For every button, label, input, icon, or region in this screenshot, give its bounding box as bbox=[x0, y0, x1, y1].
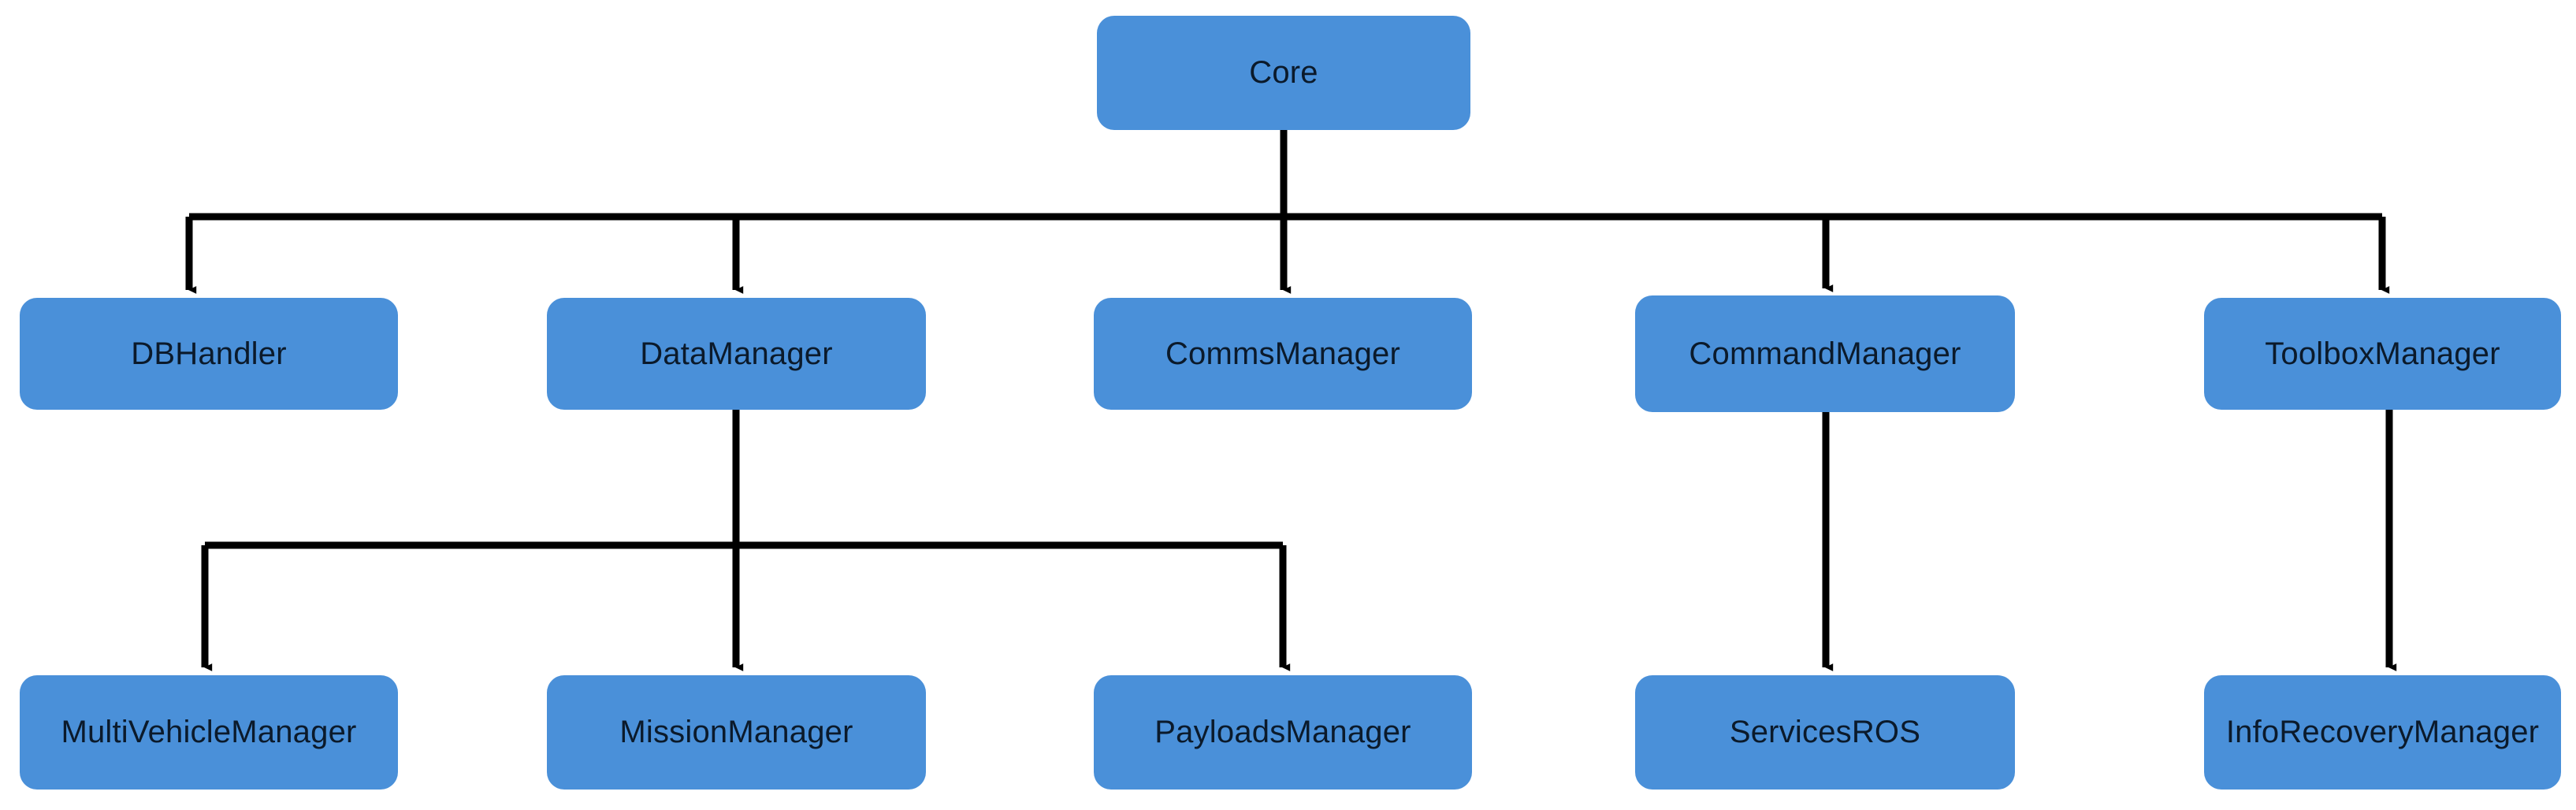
node-label-multivehiclemanager: MultiVehicleManager bbox=[61, 715, 357, 750]
node-servicesros[interactable]: ServicesROS bbox=[1635, 675, 2015, 790]
node-label-inforecoverymanager: InfoRecoveryManager bbox=[2225, 715, 2540, 750]
node-commandmanager[interactable]: CommandManager bbox=[1635, 295, 2015, 412]
node-label-payloadsmanager: PayloadsManager bbox=[1154, 715, 1411, 750]
node-dbhandler[interactable]: DBHandler bbox=[20, 298, 398, 410]
node-payloadsmanager[interactable]: PayloadsManager bbox=[1094, 675, 1472, 790]
node-label-dbhandler: DBHandler bbox=[131, 336, 287, 371]
node-label-core: Core bbox=[1249, 55, 1318, 91]
node-commsmanager[interactable]: CommsManager bbox=[1094, 298, 1472, 410]
node-label-servicesros: ServicesROS bbox=[1729, 715, 1921, 750]
node-core[interactable]: Core bbox=[1097, 16, 1470, 130]
node-missionmanager[interactable]: MissionManager bbox=[547, 675, 926, 790]
node-label-missionmanager: MissionManager bbox=[619, 715, 853, 750]
node-datamanager[interactable]: DataManager bbox=[547, 298, 926, 410]
node-label-toolboxmanager: ToolboxManager bbox=[2265, 336, 2500, 371]
node-toolboxmanager[interactable]: ToolboxManager bbox=[2204, 298, 2561, 410]
node-multivehiclemanager[interactable]: MultiVehicleManager bbox=[20, 675, 398, 790]
node-inforecoverymanager[interactable]: InfoRecoveryManager bbox=[2204, 675, 2561, 790]
node-label-datamanager: DataManager bbox=[640, 336, 833, 371]
node-label-commsmanager: CommsManager bbox=[1165, 336, 1401, 371]
node-label-commandmanager: CommandManager bbox=[1689, 336, 1961, 371]
